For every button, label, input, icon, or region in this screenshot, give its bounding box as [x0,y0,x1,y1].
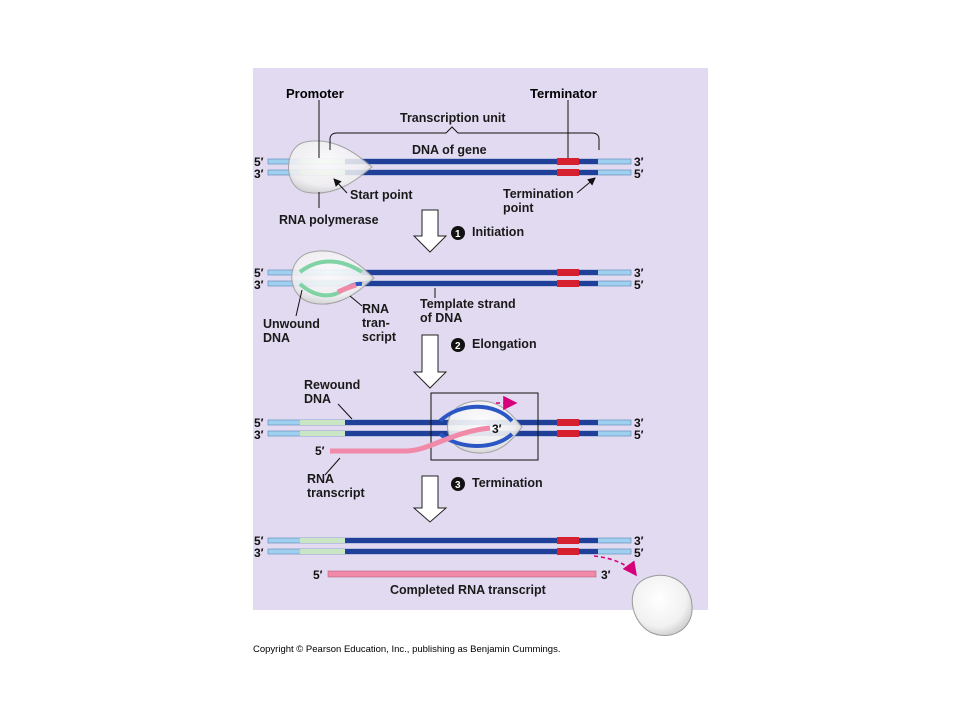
promoter-label: Promoter [286,86,344,101]
dna-panel-2 [267,250,632,305]
unwound-dna-label: Unwound [263,317,320,331]
copyright-text: Copyright © Pearson Education, Inc., pub… [253,644,560,655]
template-strand-label-2: of DNA [420,311,462,325]
rna-transcript-strand [330,425,491,454]
three-prime-label: 3′ [254,278,264,292]
rna-transcript-label-b2: transcript [307,486,365,500]
released-rna-polymerase [631,574,693,637]
step-1-label: Initiation [472,225,524,239]
transcription-unit-bracket [329,126,600,150]
rna-transcript-label-b: RNA [307,472,334,486]
step-3-badge [451,477,465,491]
step-2-badge [451,338,465,352]
rna-three-prime-label: 3′ [492,422,502,436]
rna-polymerase-label: RNA polymerase [279,213,379,227]
transcription-unit-label: Transcription unit [400,111,506,125]
five-prime-label: 5′ [634,428,644,442]
step-arrow-1 [412,209,448,253]
dna-of-gene-label: DNA of gene [412,143,487,157]
five-prime-label: 5′ [634,167,644,181]
step-arrow-3 [412,475,448,523]
rewound-dna-label: Rewound [304,378,360,392]
five-prime-label: 5′ [254,416,264,430]
dna-panel-1 [267,140,632,194]
rna-transcript-label-2: tran- [362,316,390,330]
three-prime-label: 3′ [634,416,644,430]
three-prime-label: 3′ [254,546,264,560]
step-arrow-2 [412,334,448,389]
elongation-box [430,392,539,461]
five-prime-label: 5′ [254,534,264,548]
template-strand-label: Template strand [420,297,516,311]
rna-transcript-label-3: script [362,330,397,344]
rewound-dna-label-2: DNA [304,392,331,406]
release-arrow [593,555,637,577]
completed-rna-label: Completed RNA transcript [390,583,547,597]
five-prime-label: 5′ [634,278,644,292]
three-prime-label: 3′ [634,534,644,548]
five-prime-label: 5′ [634,546,644,560]
five-prime-label: 5′ [254,266,264,280]
rna-transcript-segment [336,282,357,295]
completed-rna-transcript [327,570,597,578]
start-point-label: Start point [350,188,413,202]
svg-text:2: 2 [455,341,461,352]
three-prime-label: 3′ [254,428,264,442]
rna-five-prime-label: 5′ [315,444,325,458]
dna-panel-3 [267,392,632,461]
terminator-region [557,158,579,165]
three-prime-label: 3′ [254,167,264,181]
three-prime-label: 3′ [634,155,644,169]
step-1-badge [451,226,465,240]
termination-point-label-2: point [503,201,534,215]
svg-text:3: 3 [455,480,461,491]
dna-panel-4 [267,537,693,637]
terminator-label: Terminator [530,86,597,101]
step-3-label: Termination [472,476,543,490]
five-prime-label: 5′ [254,155,264,169]
rna-three-prime-label: 3′ [601,568,611,582]
unwound-dna [298,259,364,274]
termination-point-label: Termination [503,187,574,201]
svg-text:1: 1 [455,229,461,240]
unwound-dna-label-2: DNA [263,331,290,345]
rna-transcript-label: RNA [362,302,389,316]
step-2-label: Elongation [472,337,537,351]
rna-polymerase [288,140,373,194]
rna-five-prime-label: 5′ [313,568,323,582]
three-prime-label: 3′ [634,266,644,280]
